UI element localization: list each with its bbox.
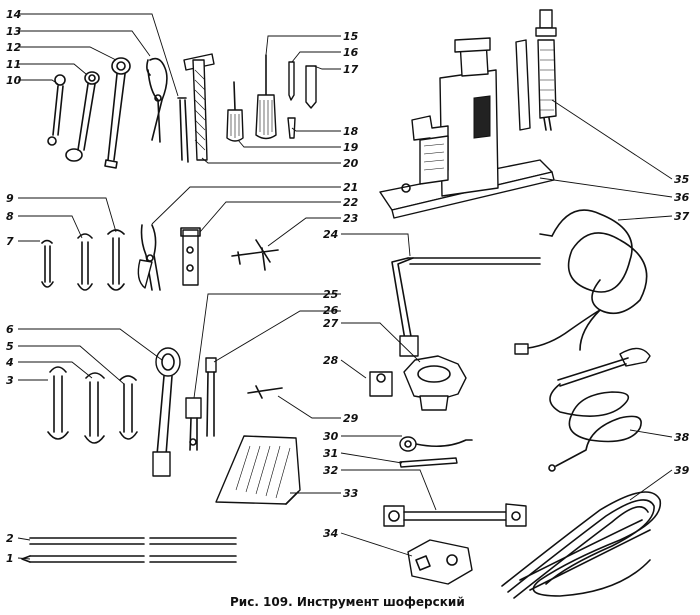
label-2: 2 [6, 532, 14, 545]
tool-26-socket-bar [205, 357, 217, 437]
label-27: 27 [323, 317, 339, 330]
label-18: 18 [343, 125, 359, 138]
label-25: 25 [323, 288, 339, 301]
label-11: 11 [6, 58, 21, 71]
tool-16-bit [288, 61, 295, 101]
label-24: 24 [323, 228, 338, 241]
label-5: 5 [6, 340, 14, 353]
label-30: 30 [323, 430, 339, 443]
label-33: 33 [343, 487, 359, 500]
label-31: 31 [323, 447, 338, 460]
tool-17-bit [305, 65, 317, 109]
tool-25-socket-bar [185, 397, 202, 451]
callout-labels: 14 13 12 11 10 15 16 17 18 19 20 9 8 7 2… [5, 8, 690, 565]
tool-8-wrench [77, 233, 93, 291]
tool-38-lamp [548, 347, 651, 472]
tool-pry-bar [177, 97, 189, 163]
label-4: 4 [5, 356, 14, 369]
label-37: 37 [674, 210, 690, 223]
tool-11-offset-spanner [65, 71, 100, 162]
label-22: 22 [343, 196, 359, 209]
label-12: 12 [6, 41, 22, 54]
tool-7-wrench [41, 239, 54, 288]
tool-31-plate [399, 457, 458, 468]
label-13: 13 [6, 25, 22, 38]
label-34: 34 [323, 527, 338, 540]
label-39: 39 [674, 464, 690, 477]
label-36: 36 [674, 191, 690, 204]
tool-36-hydraulic-jack [379, 37, 555, 219]
tool-2-rod [29, 537, 237, 545]
label-21: 21 [343, 181, 358, 194]
label-10: 10 [6, 74, 22, 87]
label-1: 1 [6, 552, 14, 565]
label-8: 8 [6, 210, 14, 223]
tool-34-socket [407, 539, 473, 585]
tool-13-pliers [146, 57, 168, 143]
label-7: 7 [6, 235, 14, 248]
tool-14-hammer [183, 53, 215, 161]
tool-35-pump [515, 9, 557, 131]
tool-30-gauge [399, 436, 473, 452]
leader-lines [17, 13, 673, 560]
figure-caption: Рис. 109. Инструмент шоферский [230, 595, 465, 609]
tool-32-box-wrench [383, 503, 527, 527]
label-15: 15 [343, 30, 359, 43]
tool-9-wrench [107, 229, 125, 291]
label-23: 23 [343, 212, 359, 225]
tool-18-bit [287, 117, 296, 139]
label-19: 19 [343, 141, 359, 154]
tool-24-crank-handle [391, 257, 541, 357]
tool-37-hose [514, 209, 648, 355]
label-29: 29 [343, 412, 359, 425]
label-26: 26 [323, 304, 339, 317]
label-28: 28 [323, 354, 339, 367]
tool-6-ring-wrench [152, 347, 181, 477]
tool-21-combination-pliers [137, 224, 161, 291]
label-35: 35 [674, 173, 690, 186]
tool-10-ring-spanner [47, 74, 66, 146]
tool-4-wrench [84, 372, 105, 444]
label-16: 16 [343, 46, 359, 59]
tool-3-wrench [47, 366, 69, 440]
tool-5-wrench [119, 375, 138, 440]
label-14: 14 [6, 8, 21, 21]
label-38: 38 [674, 431, 690, 444]
label-32: 32 [323, 464, 339, 477]
tool-12-box-spanner [104, 57, 131, 169]
tool-15-screwdriver [255, 54, 277, 140]
tool-27-jack-head [403, 355, 467, 411]
tool-33-pouch [215, 435, 301, 505]
tool-23-key [231, 239, 279, 271]
label-17: 17 [343, 63, 359, 76]
label-20: 20 [343, 157, 359, 170]
tool-29-pin [247, 385, 283, 399]
label-6: 6 [6, 323, 14, 336]
tool-39-wire-coil [501, 491, 662, 599]
label-9: 9 [6, 192, 14, 205]
tool-19-screwdriver [226, 81, 244, 142]
label-3: 3 [6, 374, 14, 387]
tool-1-rod [21, 555, 237, 563]
tool-28-socket [369, 371, 393, 397]
tool-22-tube-wrench [180, 227, 201, 286]
